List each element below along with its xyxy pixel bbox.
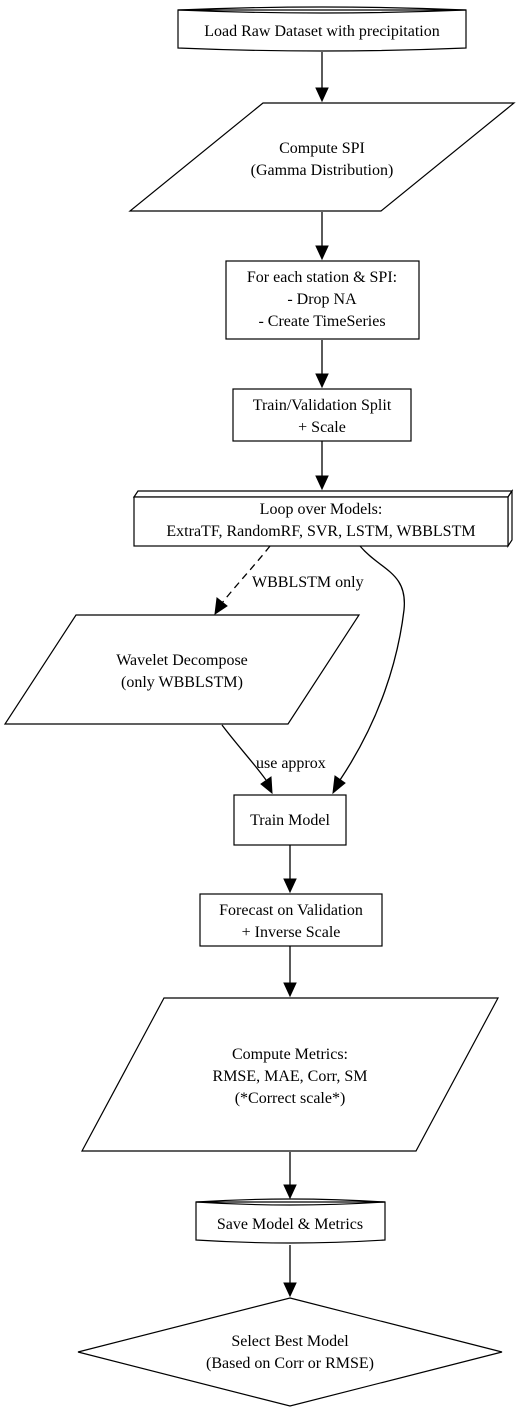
node-forecast-line2: + Inverse Scale xyxy=(242,924,341,941)
node-train-validation-split: Train/Validation Split + Scale xyxy=(232,388,412,442)
node-compute-spi-line2: (Gamma Distribution) xyxy=(251,162,394,179)
node-select-best-model: Select Best Model (Based on Corr or RMSE… xyxy=(77,1297,503,1407)
edge-split-to-loop xyxy=(315,441,329,491)
node-station-line3: - Create TimeSeries xyxy=(258,313,385,330)
node-train-label: Train Model xyxy=(250,812,330,829)
node-loop-line2: ExtraTF, RandomRF, SVR, LSTM, WBBLSTM xyxy=(166,523,475,540)
node-best-line2: (Based on Corr or RMSE) xyxy=(206,1355,374,1372)
node-compute-spi-line1: Compute SPI xyxy=(279,140,365,157)
node-wavelet-line2: (only WBBLSTM) xyxy=(121,674,243,691)
node-compute-spi: Compute SPI (Gamma Distribution) xyxy=(128,102,516,212)
edge-spi-to-station xyxy=(315,212,329,261)
edge-metrics-to-save xyxy=(283,1152,297,1200)
node-split-line2: + Scale xyxy=(298,419,346,436)
edge-label-use-approx: use approx xyxy=(256,755,326,772)
edge-station-to-split xyxy=(315,340,329,389)
node-station-loop: For each station & SPI: - Drop NA - Crea… xyxy=(225,260,420,340)
edge-forecast-to-metrics xyxy=(283,946,297,998)
edge-save-to-best xyxy=(283,1245,297,1298)
node-wavelet-decompose: Wavelet Decompose (only WBBLSTM) xyxy=(3,614,361,725)
node-save-model: Save Model & Metrics xyxy=(195,1198,386,1244)
node-forecast-line1: Forecast on Validation xyxy=(219,902,363,919)
node-loop-over-models: Loop over Models: ExtraTF, RandomRF, SVR… xyxy=(132,489,514,548)
node-metrics-line2: RMSE, MAE, Corr, SM xyxy=(213,1068,368,1085)
node-train-model: Train Model xyxy=(233,794,347,846)
node-metrics-line1: Compute Metrics: xyxy=(232,1046,348,1063)
node-split-line1: Train/Validation Split xyxy=(253,397,392,414)
edge-load-to-spi xyxy=(315,52,329,103)
node-best-line1: Select Best Model xyxy=(231,1333,349,1350)
node-load-dataset-label: Load Raw Dataset with precipitation xyxy=(204,23,439,40)
node-forecast: Forecast on Validation + Inverse Scale xyxy=(199,893,383,947)
node-load-dataset: Load Raw Dataset with precipitation xyxy=(177,6,467,52)
edge-loop-to-wavelet xyxy=(214,545,271,616)
node-loop-line1: Loop over Models: xyxy=(260,501,383,518)
node-station-line1: For each station & SPI: xyxy=(247,269,397,286)
node-compute-metrics: Compute Metrics: RMSE, MAE, Corr, SM (*C… xyxy=(80,997,500,1152)
edge-wavelet-to-train xyxy=(221,724,273,795)
edge-label-wbblstm-only: WBBLSTM only xyxy=(252,574,364,591)
node-station-line2: - Drop NA xyxy=(287,291,357,308)
edge-train-to-forecast xyxy=(283,845,297,894)
node-wavelet-line1: Wavelet Decompose xyxy=(116,652,248,669)
node-save-label: Save Model & Metrics xyxy=(217,1216,363,1233)
node-metrics-line3: (*Correct scale*) xyxy=(235,1090,346,1107)
edge-loop-to-train xyxy=(332,545,405,795)
